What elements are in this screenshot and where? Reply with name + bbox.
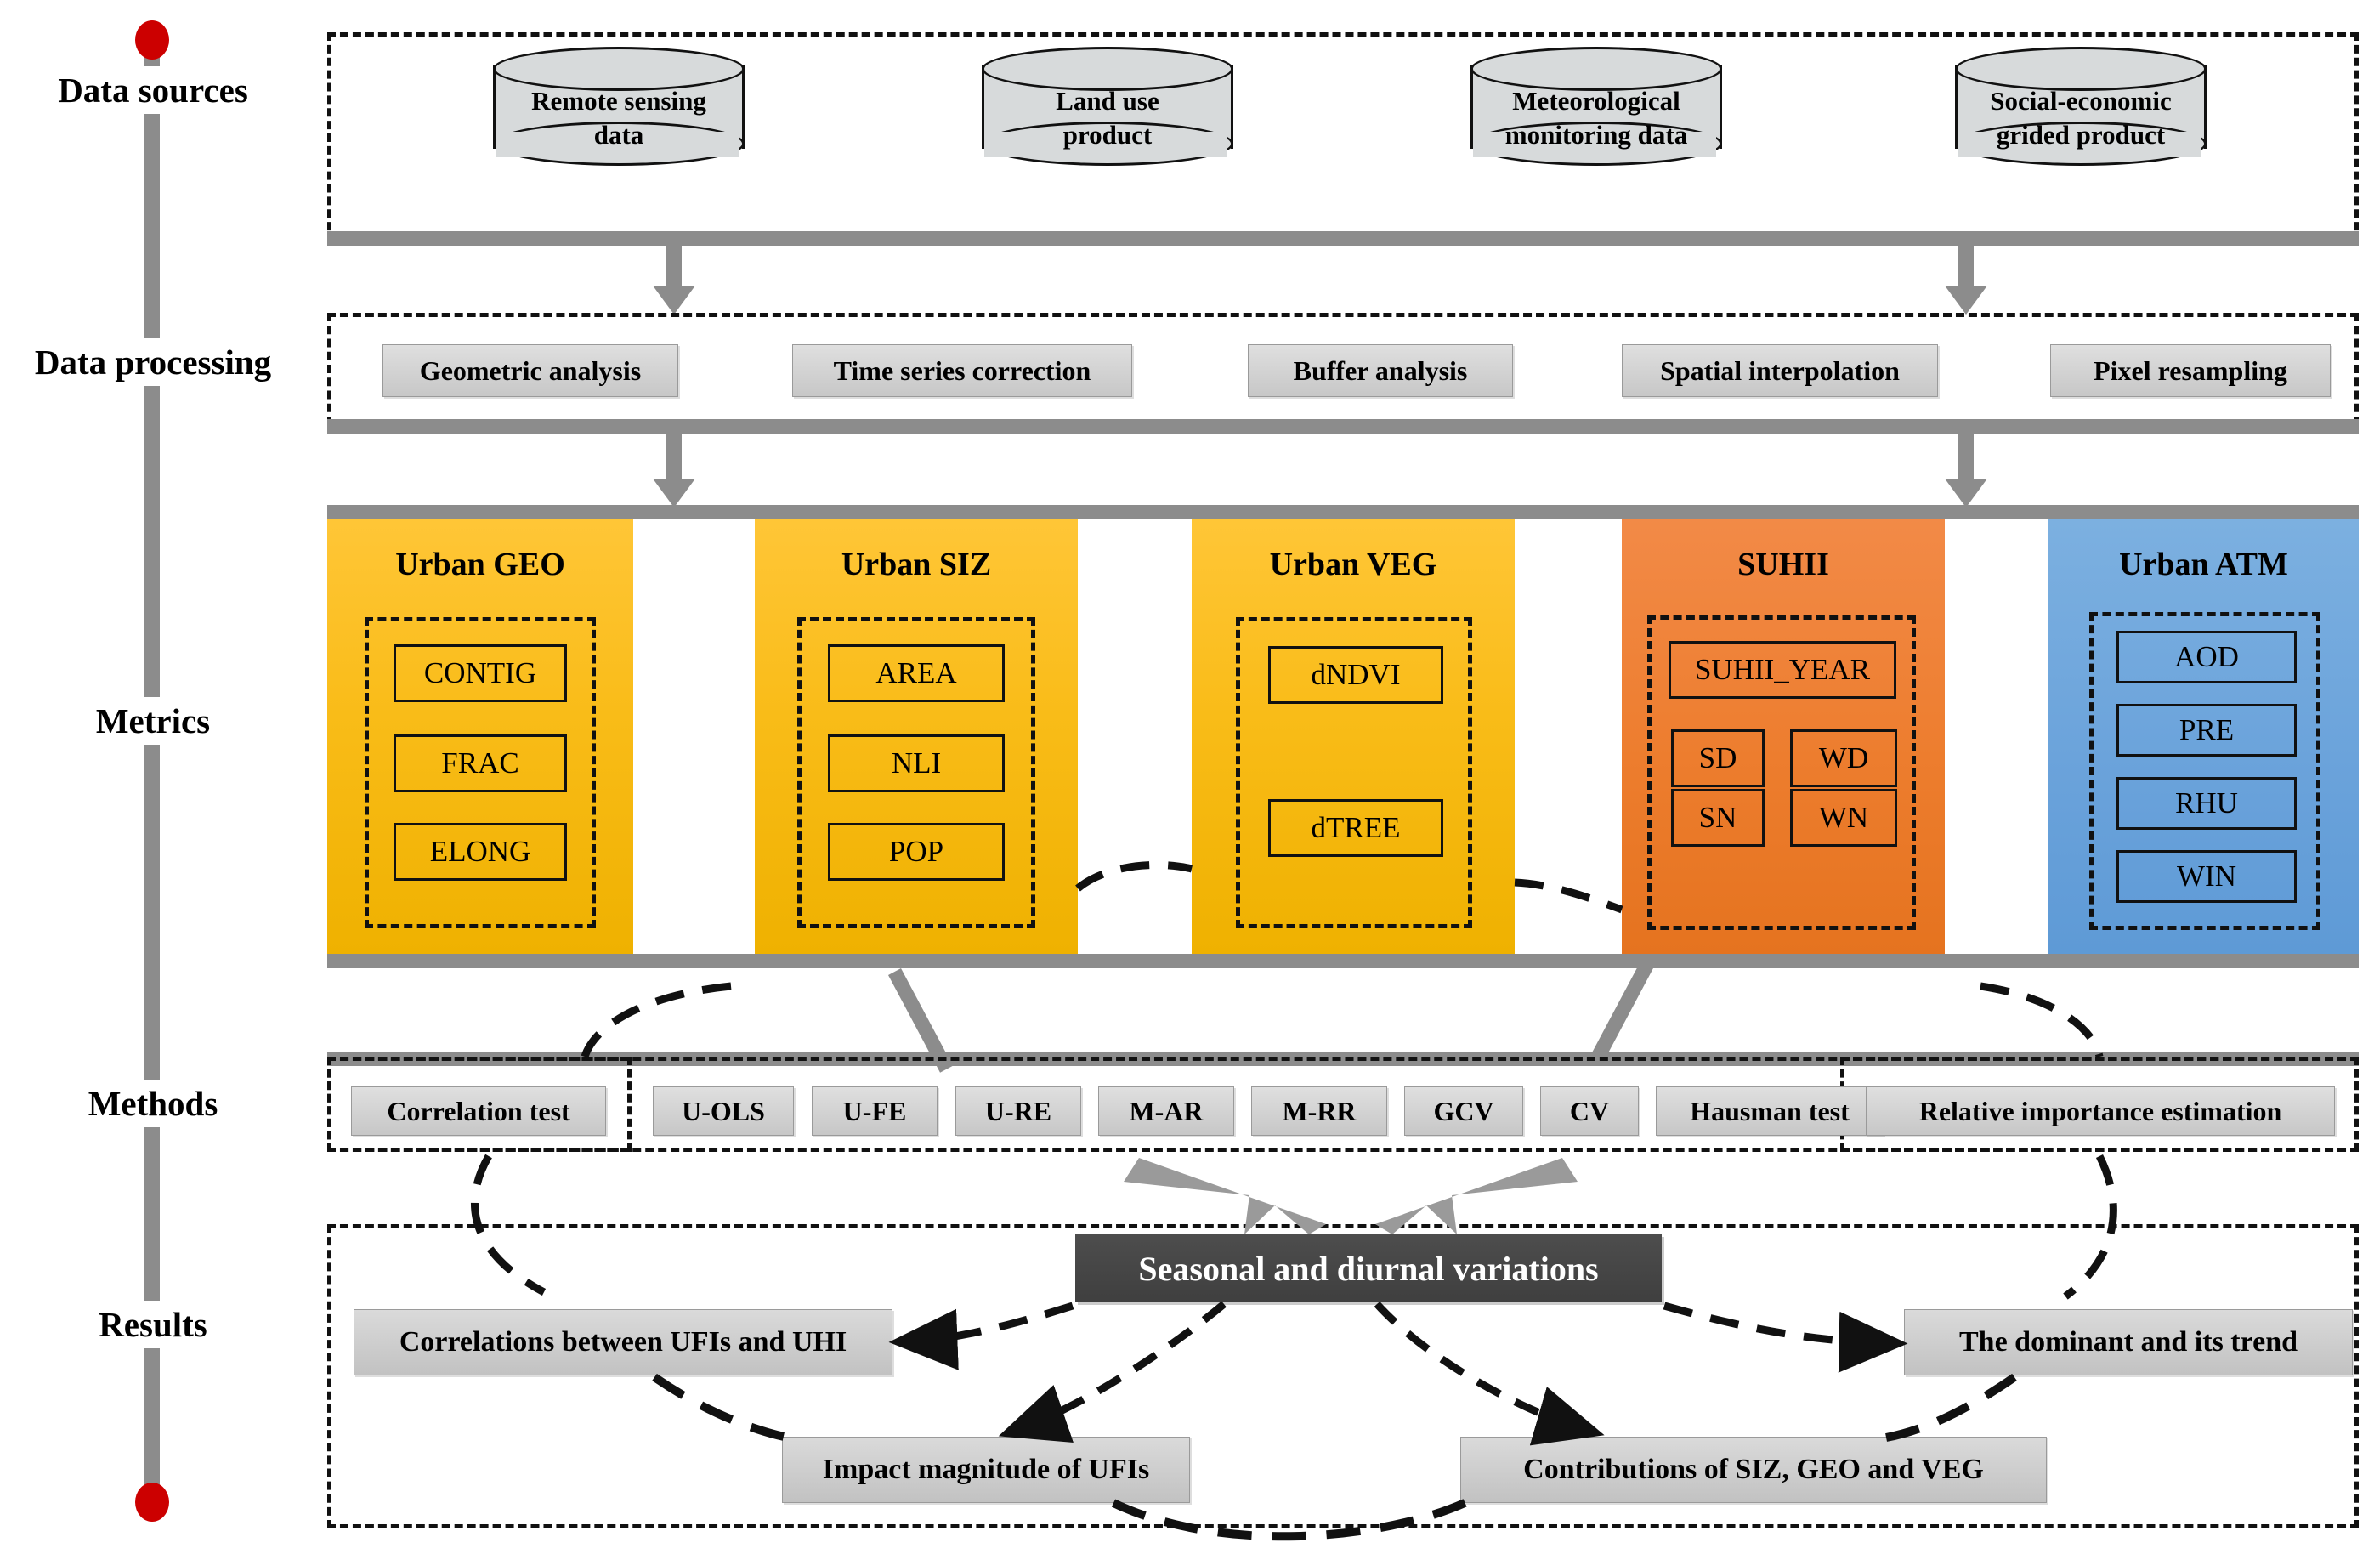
metric-group-dashed-border bbox=[797, 617, 1035, 928]
cylinder-label-line1: Meteorological bbox=[1512, 86, 1680, 116]
metric-box-wn[interactable]: WN bbox=[1790, 789, 1897, 847]
cylinder-top-ellipse bbox=[1470, 47, 1722, 91]
stage-label-metrics: Metrics bbox=[0, 697, 306, 745]
processing-chip-buffer-analysis[interactable]: Buffer analysis bbox=[1248, 344, 1513, 397]
results-center-node[interactable]: Seasonal and diurnal variations bbox=[1075, 1234, 1662, 1302]
metric-box-sn[interactable]: SN bbox=[1671, 789, 1765, 847]
method-chip-u-ols[interactable]: U-OLS bbox=[653, 1086, 794, 1136]
metrics-bottom-rail bbox=[327, 954, 2359, 968]
result-node-dominant-and-trend[interactable]: The dominant and its trend bbox=[1904, 1309, 2353, 1375]
metric-box-sd[interactable]: SD bbox=[1671, 729, 1765, 787]
result-node-correlations-ufis-uhi[interactable]: Correlations between UFIs and UHI bbox=[354, 1309, 892, 1375]
result-node-contributions[interactable]: Contributions of SIZ, GEO and VEG bbox=[1460, 1437, 2047, 1503]
dashed-link-siz-veg bbox=[1075, 860, 1193, 892]
metric-box-dndvi[interactable]: dNDVI bbox=[1268, 646, 1443, 704]
dashed-link-veg-suhii bbox=[1514, 878, 1624, 914]
cylinder-label-line2: grided product bbox=[1996, 120, 2166, 150]
processing-chip-pixel-resampling[interactable]: Pixel resampling bbox=[2050, 344, 2331, 397]
cylinder-label-line1: Remote sensing bbox=[531, 86, 706, 116]
dashed-link-metrics-to-correlation bbox=[581, 982, 732, 1058]
method-chip-m-rr[interactable]: M-RR bbox=[1251, 1086, 1387, 1136]
cylinder-top-ellipse bbox=[1955, 47, 2207, 91]
metric-column-title: Urban VEG bbox=[1269, 547, 1437, 582]
cylinder-label: Land use product bbox=[982, 84, 1233, 153]
method-chip-gcv[interactable]: GCV bbox=[1404, 1086, 1523, 1136]
metric-box-pop[interactable]: POP bbox=[828, 823, 1005, 881]
metric-column-title: SUHII bbox=[1737, 547, 1829, 582]
metric-box-win[interactable]: WIN bbox=[2116, 850, 2297, 903]
method-chip-relative-importance-estimation[interactable]: Relative importance estimation bbox=[1866, 1086, 2335, 1136]
metric-box-rhu[interactable]: RHU bbox=[2116, 777, 2297, 830]
connector-metrics-to-methods-right bbox=[1588, 961, 1653, 1066]
cylinder-cap bbox=[1473, 132, 1716, 157]
cylinder-label-line2: data bbox=[593, 120, 644, 150]
stage-label-methods: Methods bbox=[0, 1080, 306, 1127]
metric-column-urban-atm[interactable]: Urban ATM AOD PRE RHU WIN bbox=[2048, 519, 2359, 954]
metric-group-dashed-border bbox=[1647, 615, 1916, 930]
metric-group-dashed-border bbox=[1236, 617, 1472, 928]
timeline-start-dot bbox=[135, 20, 169, 60]
metric-column-urban-siz[interactable]: Urban SIZ AREA NLI POP bbox=[755, 519, 1078, 954]
metric-group-dashed-border bbox=[365, 617, 596, 928]
metric-box-aod[interactable]: AOD bbox=[2116, 631, 2297, 683]
data-source-cylinder[interactable]: Land use product bbox=[982, 47, 1233, 166]
metrics-top-rail bbox=[327, 505, 2359, 519]
cylinder-label: Meteorological monitoring data bbox=[1470, 84, 1722, 153]
dashed-link-metrics-to-relative-importance bbox=[1980, 982, 2104, 1058]
cylinder-top-ellipse bbox=[982, 47, 1233, 91]
metric-box-elong[interactable]: ELONG bbox=[394, 823, 567, 881]
method-chip-u-fe[interactable]: U-FE bbox=[812, 1086, 938, 1136]
metric-column-suhii[interactable]: SUHII SUHII_YEAR SD WD SN WN bbox=[1622, 519, 1945, 954]
metric-box-contig[interactable]: CONTIG bbox=[394, 644, 567, 702]
metric-group-dashed-border bbox=[2089, 612, 2320, 930]
metric-box-dtree[interactable]: dTREE bbox=[1268, 799, 1443, 857]
method-chip-m-ar[interactable]: M-AR bbox=[1098, 1086, 1234, 1136]
cylinder-label-line2: product bbox=[1062, 120, 1153, 150]
cylinder-top-ellipse bbox=[493, 47, 745, 91]
metric-column-urban-geo[interactable]: Urban GEO CONTIG FRAC ELONG bbox=[327, 519, 633, 954]
metric-box-frac[interactable]: FRAC bbox=[394, 734, 567, 792]
data-sources-rail bbox=[327, 231, 2359, 246]
metric-box-nli[interactable]: NLI bbox=[828, 734, 1005, 792]
metric-box-area[interactable]: AREA bbox=[828, 644, 1005, 702]
processing-chip-spatial-interpolation[interactable]: Spatial interpolation bbox=[1622, 344, 1938, 397]
cylinder-label-line2: monitoring data bbox=[1504, 120, 1688, 150]
metric-column-title: Urban SIZ bbox=[841, 547, 992, 582]
cylinder-cap bbox=[984, 132, 1227, 157]
stage-label-results: Results bbox=[0, 1301, 306, 1348]
cylinder-label-line1: Land use bbox=[1056, 86, 1159, 116]
grey-arrow-to-center-right bbox=[1375, 1158, 1578, 1234]
data-processing-rail bbox=[327, 419, 2359, 434]
metric-column-title: Urban ATM bbox=[2119, 547, 2288, 582]
metric-box-pre[interactable]: PRE bbox=[2116, 704, 2297, 757]
cylinder-cap bbox=[1958, 132, 2201, 157]
metric-column-title: Urban GEO bbox=[395, 547, 565, 582]
stage-label-data-sources: Data sources bbox=[0, 66, 306, 114]
methods-group-left-frame bbox=[327, 1057, 632, 1152]
method-chip-hausman-test[interactable]: Hausman test bbox=[1656, 1086, 1884, 1136]
metric-box-suhii-year[interactable]: SUHII_YEAR bbox=[1669, 641, 1896, 699]
method-chip-correlation-test[interactable]: Correlation test bbox=[351, 1086, 606, 1136]
processing-chip-geometric-analysis[interactable]: Geometric analysis bbox=[382, 344, 678, 397]
cylinder-label-line1: Social-economic bbox=[1990, 86, 2172, 116]
cylinder-label: Remote sensing data bbox=[493, 84, 745, 153]
cylinder-label: Social-economic grided product bbox=[1955, 84, 2207, 153]
method-chip-cv[interactable]: CV bbox=[1540, 1086, 1639, 1136]
result-node-impact-magnitude[interactable]: Impact magnitude of UFIs bbox=[782, 1437, 1190, 1503]
processing-chip-time-series-correction[interactable]: Time series correction bbox=[792, 344, 1132, 397]
metric-column-urban-veg[interactable]: Urban VEG dNDVI dTREE bbox=[1192, 519, 1515, 954]
data-source-cylinder[interactable]: Social-economic grided product bbox=[1955, 47, 2207, 166]
timeline-axis bbox=[144, 44, 160, 1506]
metric-box-wd[interactable]: WD bbox=[1790, 729, 1897, 787]
timeline-end-dot bbox=[135, 1483, 169, 1522]
data-source-cylinder[interactable]: Remote sensing data bbox=[493, 47, 745, 166]
method-chip-u-re[interactable]: U-RE bbox=[955, 1086, 1081, 1136]
data-source-cylinder[interactable]: Meteorological monitoring data bbox=[1470, 47, 1722, 166]
cylinder-cap bbox=[496, 132, 739, 157]
grey-arrow-to-center-left bbox=[1124, 1158, 1326, 1234]
stage-label-data-processing: Data processing bbox=[0, 338, 306, 386]
